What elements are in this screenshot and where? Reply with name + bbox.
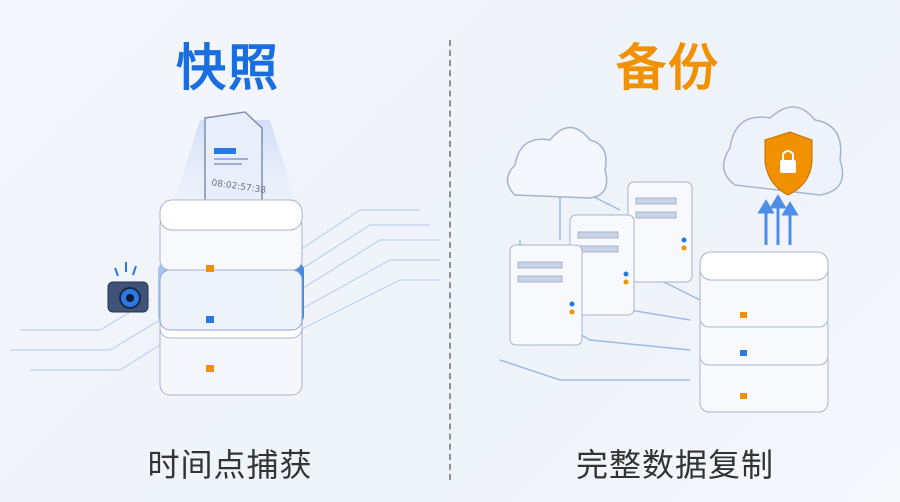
- camera-icon: [107, 262, 149, 313]
- snapshot-server-stack: [158, 199, 304, 396]
- secure-cloud-icon: [722, 106, 844, 196]
- cloud-icon: [506, 126, 608, 199]
- circuit-lines-left: [10, 209, 440, 371]
- snapshot-caption: 时间点捕获: [147, 446, 313, 484]
- backup-server-stack: [699, 251, 829, 413]
- upload-arrows-icon: [757, 194, 799, 245]
- tower-server: [627, 181, 693, 283]
- tower-server: [509, 244, 583, 346]
- tower-servers: [509, 181, 693, 346]
- backup-caption: 完整数据复制: [575, 446, 774, 484]
- snapshot-title: 快照: [176, 39, 280, 97]
- backup-title: 备份: [616, 39, 720, 97]
- divider: [449, 40, 451, 480]
- tower-server: [569, 214, 635, 316]
